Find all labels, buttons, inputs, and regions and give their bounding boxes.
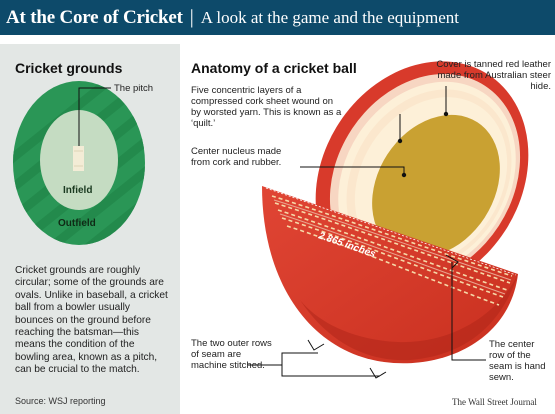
header-subtitle: A look at the game and the equipment	[200, 7, 460, 27]
ball-body	[262, 186, 518, 364]
infield-label: Infield	[63, 185, 92, 196]
center-seam-pointer	[445, 254, 486, 361]
ball-title: Anatomy of a cricket ball	[191, 60, 357, 76]
outer-seam-label: The two outer rows of seam are machine s…	[191, 338, 272, 371]
grounds-description: Cricket grounds are roughly circular; so…	[15, 265, 168, 376]
pitch-label: The pitch	[114, 83, 153, 94]
header-separator: |	[189, 6, 194, 28]
ball-nucleus	[372, 114, 500, 258]
quilt-label: Five concentric layers of a compressed c…	[191, 85, 342, 129]
header-bar: At the Core of Cricket | A look at the g…	[0, 0, 555, 35]
ball-seam-rows	[273, 199, 512, 295]
diameter-line	[265, 187, 517, 276]
cover-label: Cover is tanned red leather made from Au…	[436, 59, 551, 92]
header-title: At the Core of Cricket	[6, 6, 183, 28]
nucleus-leader-line	[300, 166, 405, 174]
pitch-strip	[73, 146, 84, 171]
ball-shadow	[300, 274, 518, 361]
source-note: Source: WSJ reporting	[15, 396, 106, 406]
ball-seam	[271, 195, 513, 306]
outfield-label: Outfield	[58, 218, 96, 229]
grounds-title: Cricket grounds	[15, 60, 123, 76]
outer-seam-pointer	[248, 339, 387, 379]
publisher-credit: The Wall Street Journal	[452, 397, 537, 407]
center-seam-label: The center row of the seam is hand sewn.	[489, 339, 546, 383]
pitch-leader-line	[78, 87, 111, 146]
nucleus-label: Center nucleus made from cork and rubber…	[191, 146, 282, 168]
cricket-ball-diagram: 2.865 inches	[248, 61, 529, 379]
